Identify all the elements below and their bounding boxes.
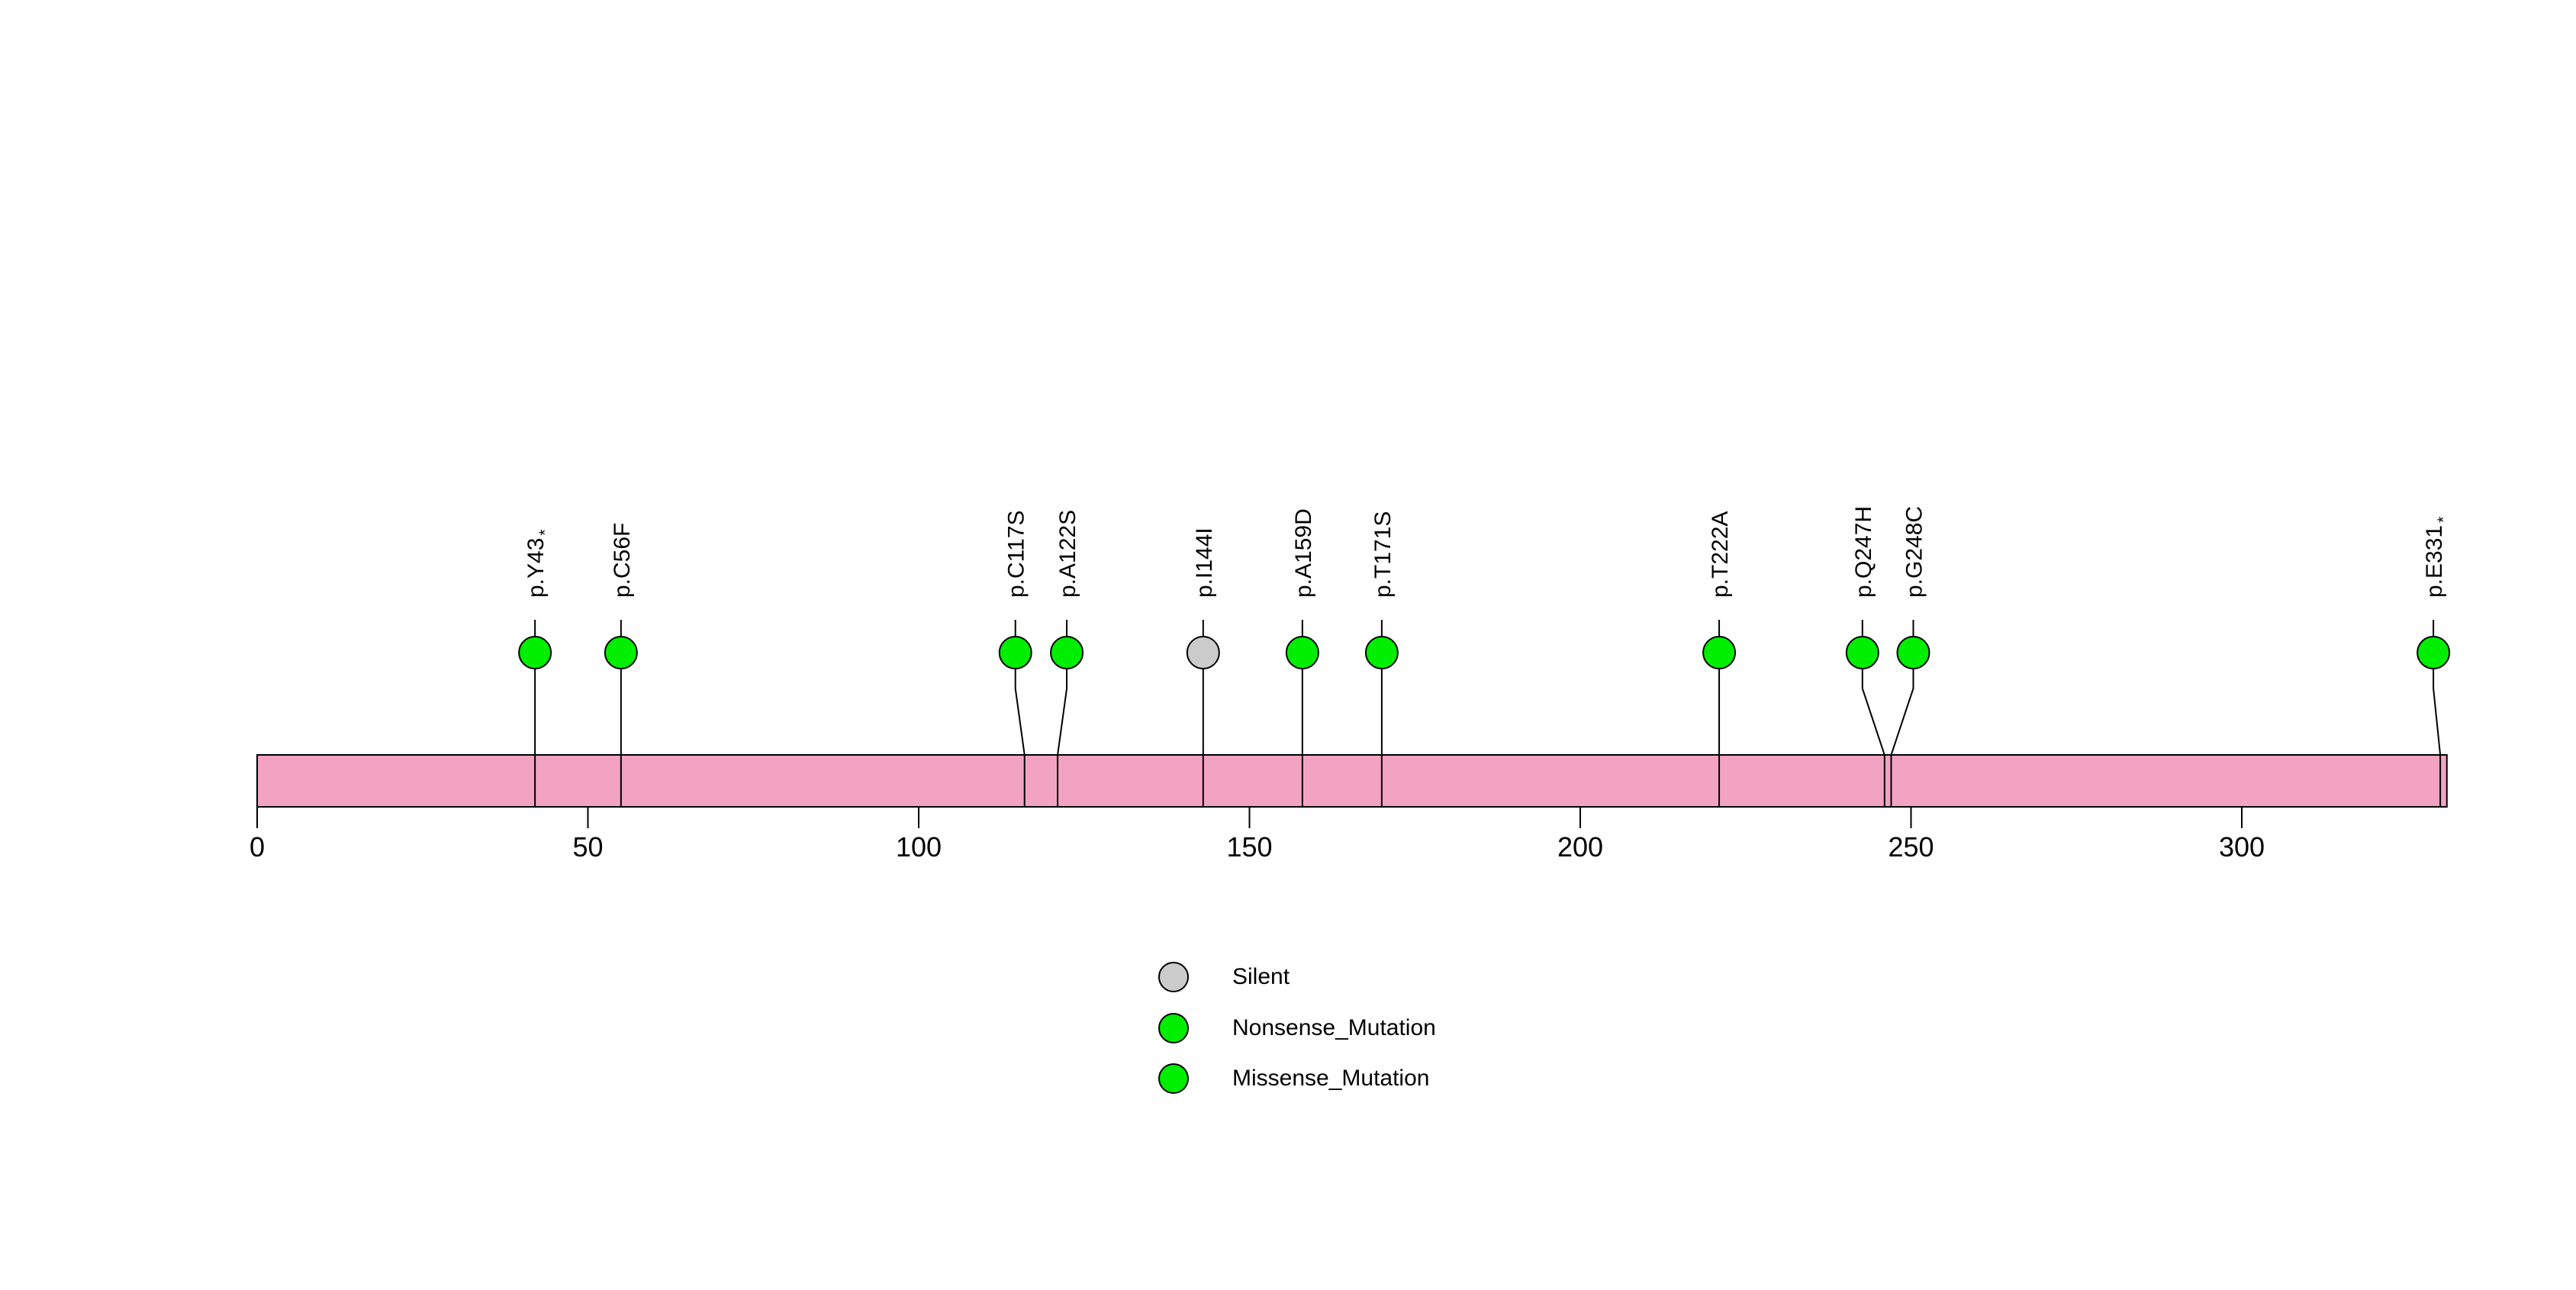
legend-label-silent: Silent: [1232, 964, 1290, 989]
mutation-label-text: p.Y43*: [523, 529, 554, 598]
legend-item-silent: Silent: [1158, 962, 1290, 992]
legend-label-nonsense-mutation: Nonsense_Mutation: [1232, 1015, 1436, 1040]
mutation-circle: [1050, 636, 1084, 669]
legend-swatch-nonsense-icon: [1158, 1013, 1189, 1043]
legend-item-missense-mutation: Missense_Mutation: [1158, 1063, 1429, 1094]
legend-swatch-silent-icon: [1158, 962, 1189, 992]
mutation-circle: [1845, 636, 1879, 669]
axis-tick-label: 300: [2219, 831, 2265, 863]
mutation-circle: [998, 636, 1032, 669]
axis-tick-label: 150: [1226, 831, 1272, 863]
mutation-label-text: p.G248C: [1901, 506, 1927, 598]
mutation-label-text: p.C56F: [610, 523, 635, 598]
legend-item-nonsense-mutation: Nonsense_Mutation: [1158, 1013, 1436, 1043]
stop-codon-asterisk: *: [536, 529, 554, 535]
mutation-label: p.E331*: [2422, 517, 2452, 598]
axis-tick-label: 100: [896, 831, 942, 863]
mutation-circle: [1702, 636, 1737, 669]
protein-bar: [256, 754, 2448, 808]
mutation-label: p.C117S: [1004, 510, 1029, 598]
mutation-label-text: p.I144I: [1192, 527, 1217, 598]
mutation-label-text: p.T171S: [1370, 511, 1396, 598]
axis-tick-label: 0: [250, 831, 265, 863]
mutation-label: p.C56F: [610, 523, 635, 598]
mutation-label: p.T222A: [1708, 511, 1733, 598]
mutation-label-text: p.T222A: [1708, 511, 1733, 598]
mutation-label-text: p.Q247H: [1851, 506, 1876, 598]
mutation-label: p.G248C: [1901, 506, 1927, 598]
stop-codon-asterisk: *: [2435, 517, 2452, 523]
legend-label-missense-mutation: Missense_Mutation: [1232, 1066, 1430, 1091]
mutation-circle: [1186, 636, 1220, 669]
axis-tick-label: 50: [572, 831, 603, 863]
mutation-label: p.I144I: [1192, 527, 1217, 598]
legend-swatch-missense-icon: [1158, 1063, 1189, 1094]
mutation-label: p.Q247H: [1851, 506, 1876, 598]
mutation-label-text: p.A159D: [1291, 508, 1316, 598]
mutation-circle: [1896, 636, 1930, 669]
mutation-circle: [2417, 636, 2451, 669]
mutation-circle: [604, 636, 638, 669]
mutation-label-text: p.C117S: [1004, 510, 1029, 598]
mutation-label: p.T171S: [1370, 511, 1396, 598]
mutation-circle: [1285, 636, 1319, 669]
mutation-circle: [1364, 636, 1399, 669]
axis-tick-label: 200: [1557, 831, 1603, 863]
mutation-label-text: p.A122S: [1055, 510, 1080, 598]
mutation-label-text: p.E331*: [2422, 517, 2452, 598]
mutation-label: p.A122S: [1055, 510, 1080, 598]
mutation-label: p.Y43*: [523, 529, 554, 598]
axis-tick-label: 250: [1888, 831, 1934, 863]
mutation-label: p.A159D: [1291, 508, 1316, 598]
mutation-circle: [518, 636, 552, 669]
